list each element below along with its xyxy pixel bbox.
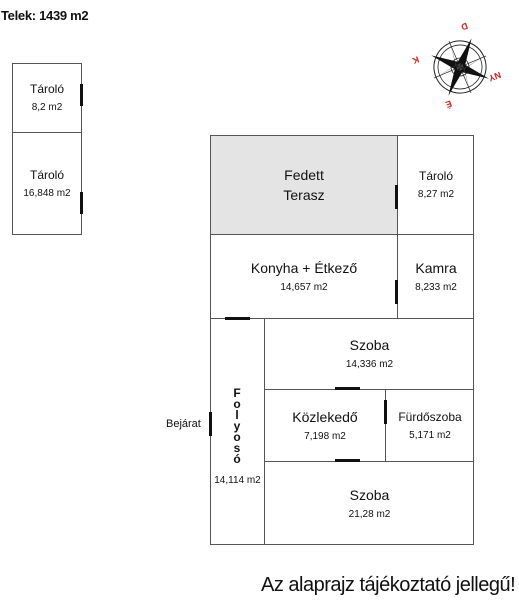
wall [385, 389, 386, 461]
room-bedroom-1: Szoba 14,336 m2 [265, 319, 474, 389]
door [80, 192, 83, 214]
plot-size-label: Telek: 1439 m2 [1, 8, 89, 23]
compass-point-north [448, 67, 463, 96]
compass-point-east [431, 55, 460, 70]
door [225, 317, 250, 320]
room-area: 7,198 m2 [304, 430, 346, 442]
wall [264, 461, 474, 462]
entrance-door [209, 412, 212, 436]
room-name: Tároló [418, 168, 453, 183]
compass-point-diag [437, 62, 461, 77]
room-name: Közlekedő [292, 408, 358, 425]
terrace-fill [211, 135, 397, 234]
corridor-letter: o [233, 430, 241, 444]
door [395, 280, 398, 304]
outbuilding-divider [12, 132, 82, 133]
corridor-letter: l [235, 408, 239, 422]
door [395, 185, 398, 209]
compass-point-diag [460, 63, 470, 90]
door [80, 84, 83, 106]
corridor-letter: y [233, 419, 241, 433]
room-name: Szoba [349, 486, 390, 503]
outbuilding-storage-bottom: Tároló 16,848 m2 [12, 133, 82, 235]
door [384, 400, 387, 424]
corridor-letter: F [233, 386, 241, 400]
room-pantry: Kamra 8,233 m2 [398, 235, 474, 318]
room-area: 16,848 m2 [23, 188, 71, 199]
corridor-letter: s [233, 441, 241, 455]
wall [210, 318, 474, 319]
wall [264, 389, 474, 390]
corridor-letter: o [233, 397, 241, 411]
room-name: Fedett [284, 166, 324, 183]
room-storage: Tároló 8,27 m2 [398, 135, 474, 234]
room-name: Konyha + Étkező [250, 259, 358, 276]
corridor-label: F o l y o s ó [227, 386, 247, 466]
door [335, 387, 360, 390]
room-bedroom-2: Szoba 21,28 m2 [265, 462, 474, 545]
room-area: 14,657 m2 [280, 281, 328, 293]
room-name: Terasz [283, 186, 325, 203]
wall [397, 135, 398, 318]
room-name: Kamra [415, 259, 457, 276]
room-name: Tároló [29, 168, 64, 182]
room-name: Tároló [29, 81, 64, 96]
corridor-letter: ó [233, 452, 241, 466]
room-area: 14,336 m2 [345, 359, 394, 370]
outbuilding-storage-top: Tároló 8,2 m2 [12, 63, 82, 132]
corridor-area: 14,114 m2 [214, 475, 261, 486]
outbuilding [12, 63, 82, 235]
compass-label-north: D [459, 21, 469, 33]
compass-label-west: K [411, 54, 421, 66]
room-area: 5,171 m2 [409, 429, 451, 441]
room-kitchen-dining: Konyha + Étkező 14,657 m2 [211, 235, 397, 318]
room-name: Fürdőszoba [398, 409, 462, 424]
room-hallway: Közlekedő 7,198 m2 [265, 390, 385, 461]
compass-point-diag [450, 44, 460, 71]
compass-point-west [460, 64, 489, 79]
compass-point-south [457, 38, 472, 67]
disclaimer: Az alaprajz tájékoztató jellegű! [261, 574, 516, 596]
compass-rose: D NY É K [411, 21, 503, 110]
door [335, 459, 360, 462]
entrance-label: Bejárat [166, 418, 201, 430]
room-covered-terrace: Fedett Terasz [211, 135, 397, 234]
room-area: 8,2 m2 [31, 101, 63, 113]
room-area: 8,27 m2 [417, 188, 455, 200]
room-area: 21,28 m2 [348, 508, 391, 520]
house-outline [210, 135, 474, 545]
wall [264, 318, 265, 545]
room-area: 8,233 m2 [415, 281, 457, 293]
wall [210, 234, 474, 235]
compass-label-south: É [444, 98, 453, 109]
room-name: Szoba [349, 337, 390, 353]
compass-label-east: NY [487, 70, 502, 84]
room-bathroom: Fürdőszoba 5,171 m2 [386, 390, 474, 461]
